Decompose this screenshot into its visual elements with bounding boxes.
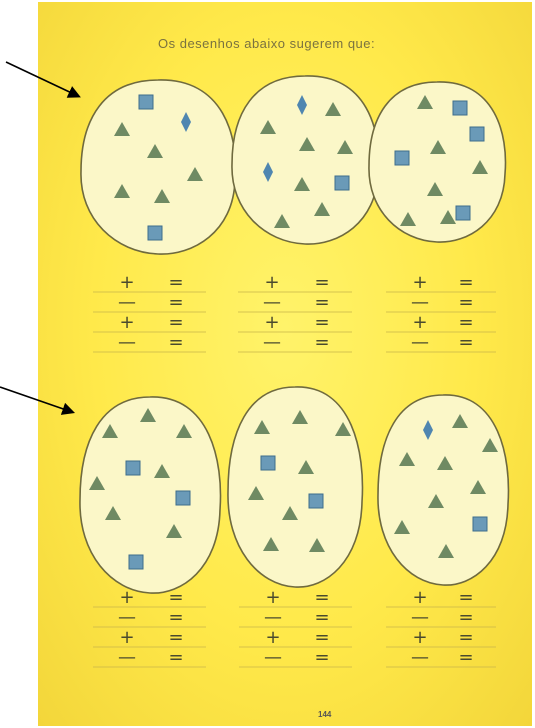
shape-group-bottom-1: [80, 397, 221, 593]
operator-symbol: +: [412, 627, 427, 648]
operator-symbol: —: [411, 332, 429, 353]
shape-group-bottom-2: [228, 387, 363, 587]
operator-symbol: +: [119, 272, 134, 293]
equals-symbol: =: [458, 627, 473, 648]
square-shape: [456, 206, 470, 220]
square-shape: [148, 226, 162, 240]
operator-symbol: +: [412, 587, 427, 608]
group-outline: [232, 76, 379, 244]
shape-group-top-3: [369, 82, 506, 242]
operator-symbol: —: [118, 607, 136, 628]
equals-symbol: =: [168, 607, 183, 628]
square-shape: [176, 491, 190, 505]
square-shape: [395, 151, 409, 165]
operator-symbol: —: [411, 607, 429, 628]
operator-symbol: +: [265, 627, 280, 648]
equals-symbol: =: [168, 332, 183, 353]
equation-column: + = — = + = — =: [238, 272, 352, 353]
operator-symbol: —: [118, 332, 136, 353]
equation-column: + = — = + = — =: [93, 587, 206, 668]
operator-symbol: +: [264, 312, 279, 333]
equals-symbol: =: [458, 647, 473, 668]
equals-symbol: =: [314, 312, 329, 333]
equals-symbol: =: [168, 272, 183, 293]
group-outline: [80, 397, 221, 593]
operator-symbol: +: [264, 272, 279, 293]
operator-symbol: +: [119, 627, 134, 648]
operator-symbol: +: [412, 272, 427, 293]
arrow-bottom: [0, 387, 72, 412]
equals-symbol: =: [314, 332, 329, 353]
equation-column: + = — = + = — =: [239, 587, 352, 668]
equals-symbol: =: [458, 272, 473, 293]
equation-column: + = — = + = — =: [386, 272, 496, 353]
operator-symbol: —: [118, 647, 136, 668]
equals-symbol: =: [314, 607, 329, 628]
equation-column: + = — = + = — =: [386, 587, 496, 668]
square-shape: [453, 101, 467, 115]
group-outline: [369, 82, 506, 242]
square-shape: [335, 176, 349, 190]
square-shape: [470, 127, 484, 141]
operator-symbol: —: [118, 292, 136, 313]
equals-symbol: =: [314, 627, 329, 648]
equals-symbol: =: [458, 292, 473, 313]
equals-symbol: =: [458, 332, 473, 353]
operator-symbol: +: [265, 587, 280, 608]
operator-symbol: —: [264, 647, 282, 668]
equals-symbol: =: [458, 587, 473, 608]
equals-symbol: =: [314, 647, 329, 668]
equals-symbol: =: [168, 312, 183, 333]
operator-symbol: —: [411, 292, 429, 313]
operator-symbol: +: [412, 312, 427, 333]
equals-symbol: =: [314, 272, 329, 293]
equals-symbol: =: [168, 627, 183, 648]
shape-groups: [80, 76, 509, 593]
equals-symbol: =: [168, 292, 183, 313]
equals-symbol: =: [168, 587, 183, 608]
equals-symbol: =: [314, 292, 329, 313]
square-shape: [261, 456, 275, 470]
equation-column: + = — = + = — =: [93, 272, 206, 353]
square-shape: [126, 461, 140, 475]
shape-group-bottom-3: [378, 395, 509, 585]
equals-symbol: =: [458, 607, 473, 628]
operator-symbol: —: [264, 607, 282, 628]
arrow-top: [6, 62, 78, 96]
shape-group-top-2: [232, 76, 379, 244]
shape-group-top-1: [81, 80, 236, 254]
square-shape: [139, 95, 153, 109]
operator-symbol: —: [411, 647, 429, 668]
square-shape: [129, 555, 143, 569]
group-outline: [228, 387, 363, 587]
operator-symbol: —: [263, 292, 281, 313]
square-shape: [473, 517, 487, 531]
operator-symbol: —: [263, 332, 281, 353]
equals-symbol: =: [314, 587, 329, 608]
equals-symbol: =: [168, 647, 183, 668]
equals-symbol: =: [458, 312, 473, 333]
square-shape: [309, 494, 323, 508]
operator-symbol: +: [119, 587, 134, 608]
operator-symbol: +: [119, 312, 134, 333]
